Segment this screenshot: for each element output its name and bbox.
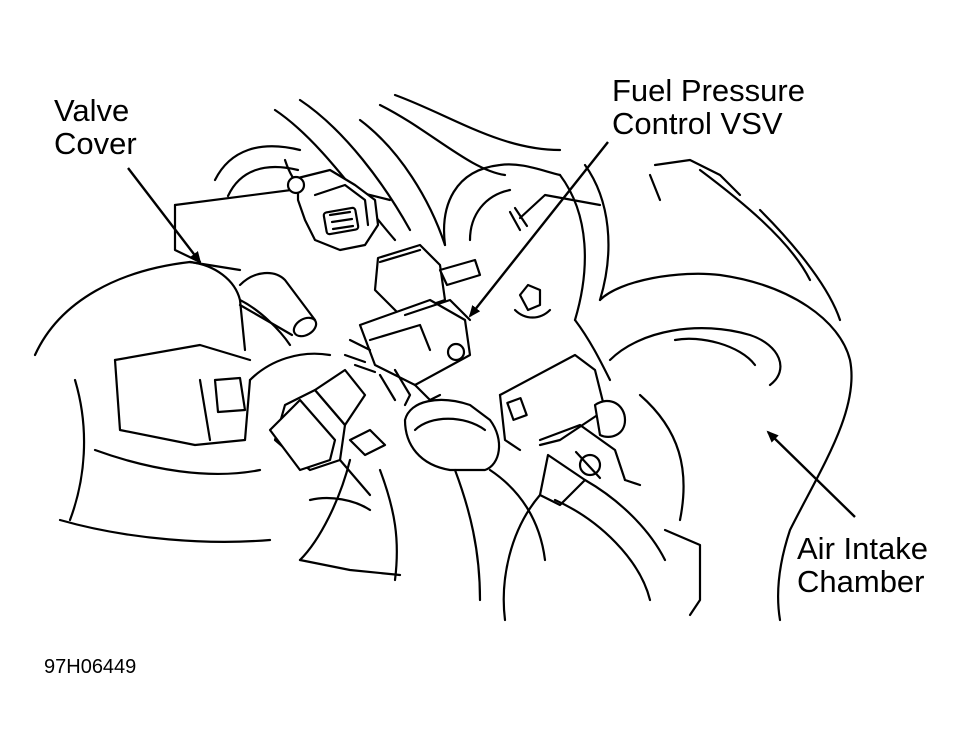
valve-cover-body: [33, 260, 332, 543]
valve-cover-label-line1: Valve: [54, 93, 130, 128]
valve-cover-label: Valve Cover: [54, 94, 137, 160]
fuel-pressure-vsv-label-line2: Control VSV: [612, 106, 783, 141]
air-intake-chamber-body: [573, 272, 853, 622]
fuel-pressure-vsv-body: [343, 243, 482, 407]
vsv-arrow: [468, 141, 609, 318]
vacuum-pipe-stub: [238, 272, 318, 338]
air-intake-arrow: [766, 430, 856, 518]
vacuum-stud: [513, 283, 552, 319]
fuel-pressure-vsv-label-line1: Fuel Pressure: [612, 73, 805, 108]
fuel-pressure-hose: [403, 398, 547, 602]
valve-cover-label-line2: Cover: [54, 126, 137, 161]
valve-cover-arrow: [127, 167, 202, 264]
electrical-connector: [283, 158, 380, 252]
callout-arrows: [127, 141, 856, 518]
vsv-lower-port: [268, 368, 372, 497]
air-intake-chamber-label-line2: Chamber: [797, 564, 925, 599]
air-intake-chamber-label: Air Intake Chamber: [797, 532, 928, 598]
fuel-pressure-vsv-label: Fuel Pressure Control VSV: [612, 74, 805, 140]
engine-bay-outlines: [173, 93, 842, 322]
mounting-bracket: [498, 353, 642, 487]
air-intake-chamber-label-line1: Air Intake: [797, 531, 928, 566]
figure-id: 97H06449: [44, 656, 137, 678]
lower-hoses: [298, 428, 667, 622]
